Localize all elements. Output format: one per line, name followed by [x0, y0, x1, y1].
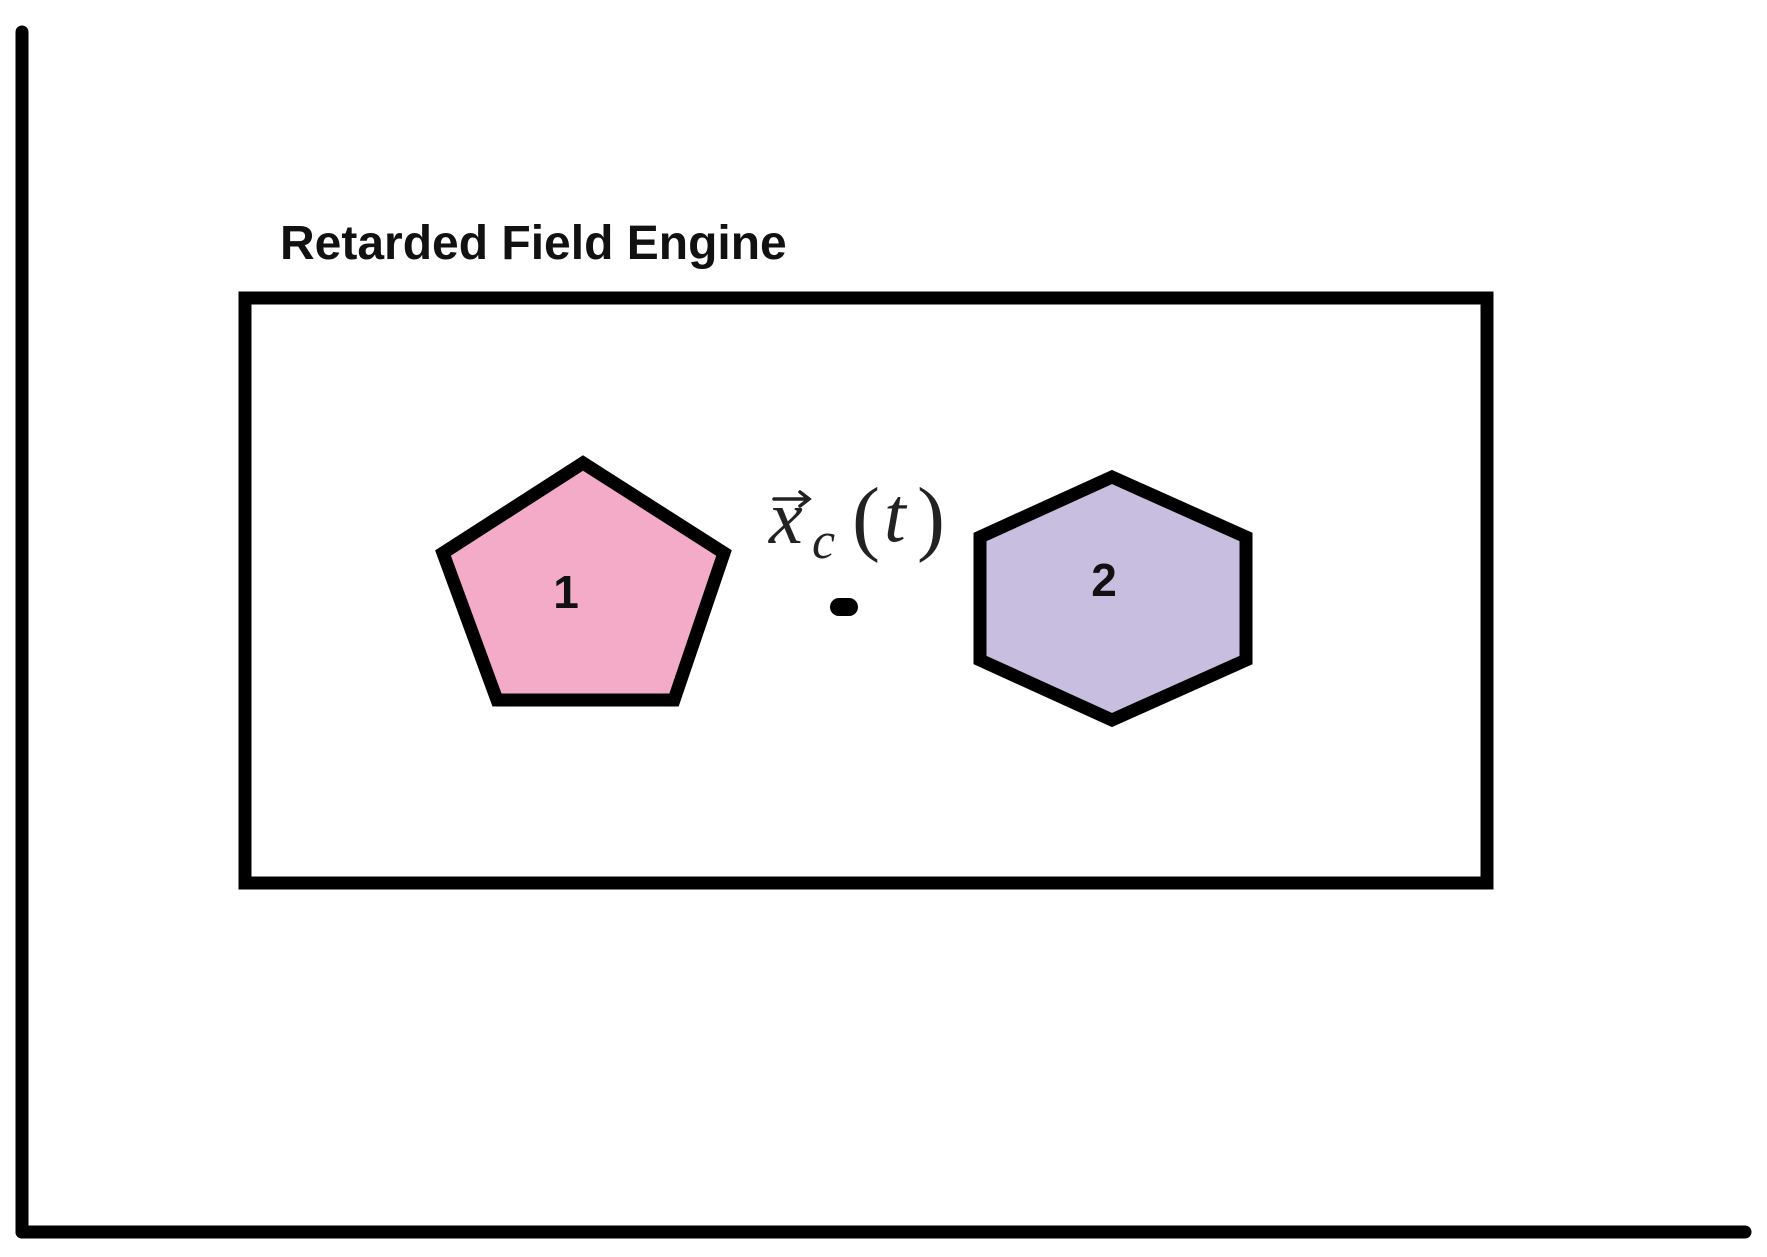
engine-box: [238, 291, 1494, 890]
vector-symbol: x: [768, 476, 803, 560]
pentagon-shape: [435, 455, 732, 707]
pentagon-label: 1: [553, 566, 579, 618]
center-position-label: x c ( t ): [768, 471, 945, 570]
open-paren: (: [852, 471, 880, 564]
time-argument: t: [884, 471, 908, 558]
vector-subscript: c: [812, 513, 835, 570]
hexagon-shape: [973, 469, 1253, 728]
engine-label: Retarded Field Engine: [280, 217, 787, 270]
vector-arrow-icon: [772, 490, 812, 508]
close-paren: ): [917, 471, 945, 564]
hexagon-label: 2: [1091, 554, 1117, 606]
center-point: [830, 598, 858, 616]
